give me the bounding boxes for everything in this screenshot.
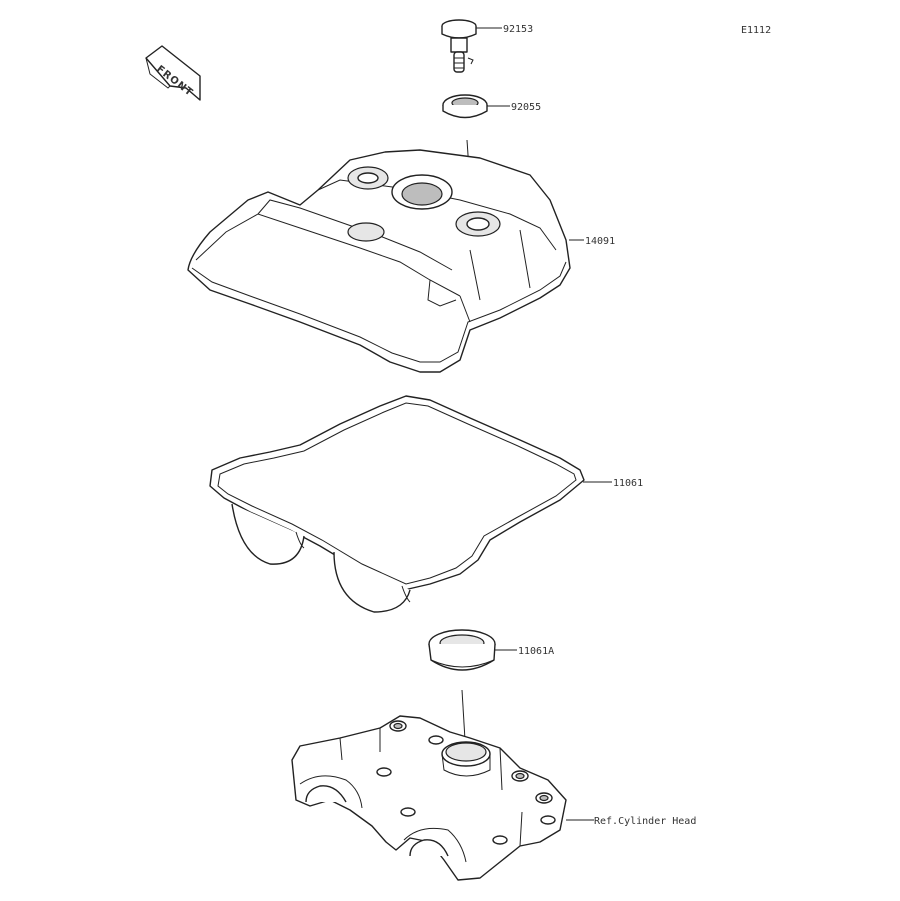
cover-part-number[interactable]: 14091 [585,236,615,247]
gasket-part-number[interactable]: 11061 [613,478,643,489]
plug-seal-part[interactable] [428,629,496,671]
bolt-part[interactable] [441,19,477,73]
washer-part[interactable] [442,94,488,119]
plug-seal-part-number[interactable]: 11061A [518,646,554,657]
cylinder-head-reference[interactable]: Ref.Cylinder Head [594,816,696,827]
gasket-part[interactable] [209,395,585,613]
front-arrow-icon: FRONT [145,45,201,101]
bolt-part-number[interactable]: 92153 [503,24,533,35]
cylinder-head-cover-part[interactable] [187,149,571,373]
seal-guide-line [461,689,466,741]
washer-part-number[interactable]: 92055 [511,102,541,113]
diagram-code: E1112 [741,25,771,36]
cylinder-head-part[interactable] [291,715,567,881]
